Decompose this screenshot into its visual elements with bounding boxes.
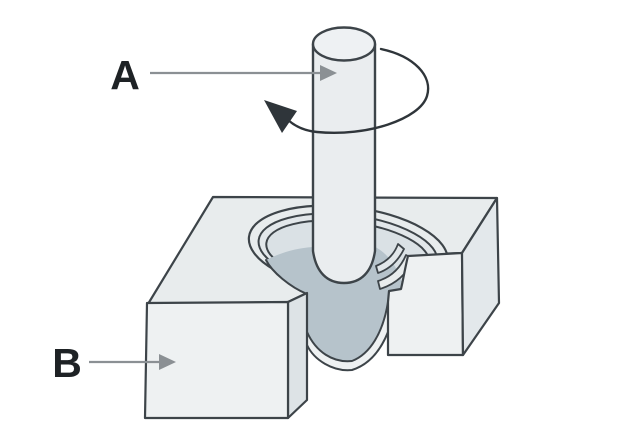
shaft-body [311, 42, 377, 285]
label-b: B [52, 340, 82, 386]
leader-a [150, 65, 337, 81]
rotation-arrow [264, 47, 430, 134]
leader-b-arrowhead-icon [159, 354, 176, 370]
shaft [311, 26, 377, 285]
rotation-arrowhead-icon [264, 100, 297, 133]
leader-a-arrowhead-icon [320, 65, 337, 81]
block-front-right-face [386, 251, 465, 357]
block-front-left-face [143, 300, 290, 420]
rotation-arc [286, 47, 430, 134]
counterbore-ledge-band-inner [375, 243, 405, 274]
cavity-left-rim-edge [265, 259, 308, 295]
block-right-side-face [460, 196, 501, 357]
leader-b [89, 354, 176, 370]
bore-cavity [266, 247, 403, 362]
cut-strip-face [286, 291, 309, 420]
shaft-top-cap [311, 26, 377, 62]
label-a: A [110, 52, 140, 98]
